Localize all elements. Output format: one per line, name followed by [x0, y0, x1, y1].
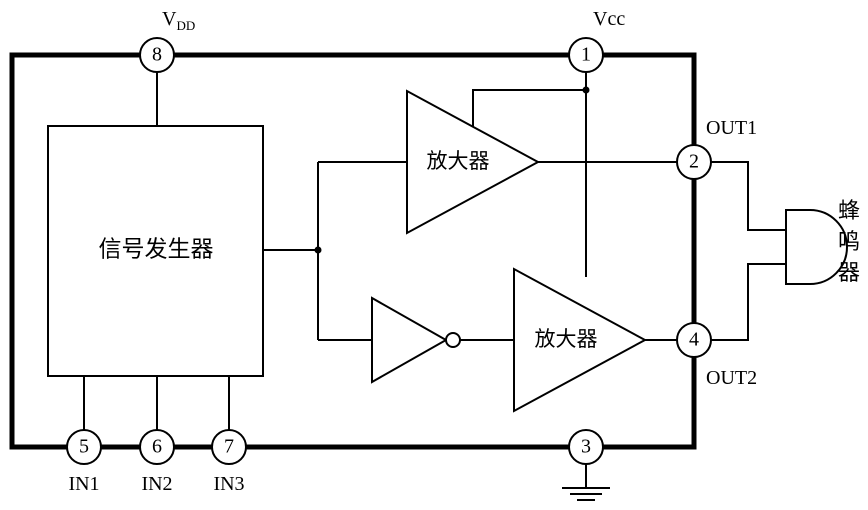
pin-3: 3 [568, 429, 604, 465]
pin-2: 2 [676, 144, 712, 180]
pin-6: 6 [139, 429, 175, 465]
pin-3-number: 3 [581, 436, 591, 458]
buzzer-char-1: 蜂 [838, 199, 860, 224]
pin-8-number: 8 [152, 44, 162, 66]
pin-2-number: 2 [689, 151, 699, 173]
chip-outline [9, 52, 697, 450]
pin-7-number: 7 [224, 436, 234, 458]
out2-label: OUT2 [706, 367, 757, 389]
signal-generator-label: 信号发生器 [99, 237, 214, 263]
pin-1-number: 1 [581, 44, 591, 66]
vcc-to-amp-top-wire [472, 89, 586, 127]
vdd-label-main: V [162, 8, 177, 30]
out1-label: OUT1 [706, 117, 757, 139]
in2-label: IN2 [141, 473, 172, 495]
out2-to-buzzer-wire [711, 263, 786, 341]
vdd-label-sub: DD [176, 18, 195, 33]
amplifier-bottom-label: 放大器 [535, 327, 598, 351]
pin-4: 4 [676, 322, 712, 358]
ground-icon [562, 487, 610, 501]
amplifier-top-label: 放大器 [427, 149, 490, 173]
pin-7: 7 [211, 429, 247, 465]
pin-5: 5 [66, 429, 102, 465]
inverter-bubble [445, 332, 461, 348]
inverter-symbol [371, 296, 449, 384]
out1-to-buzzer-wire [711, 161, 786, 231]
vcc-label: Vcc [593, 8, 625, 30]
buzzer-char-2: 鸣 [838, 230, 860, 255]
buzzer-symbol [785, 209, 848, 285]
pin-4-number: 4 [689, 329, 699, 351]
amplifier-bottom-symbol [513, 267, 648, 413]
in1-label: IN1 [68, 473, 99, 495]
signal-generator-block [47, 125, 264, 377]
vdd-label: VDD [162, 8, 195, 33]
pin-8: 8 [139, 37, 175, 73]
pin-6-number: 6 [152, 436, 162, 458]
buzzer-char-3: 器 [838, 261, 860, 286]
pin-1: 1 [568, 37, 604, 73]
in3-label: IN3 [213, 473, 244, 495]
pin-5-number: 5 [79, 436, 89, 458]
